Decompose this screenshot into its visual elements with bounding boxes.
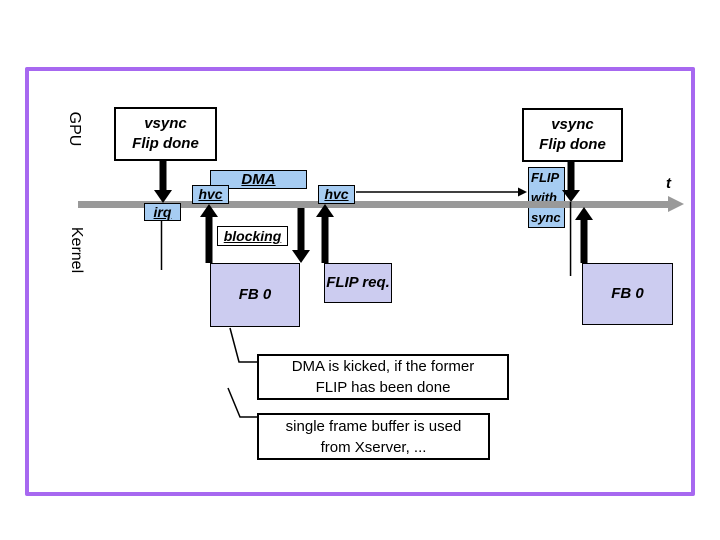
vsync-flipdone-box-left: vsync Flip done [114, 107, 217, 161]
vsync-line1: vsync [144, 115, 187, 132]
callout-single-framebuffer: single frame buffer is used from Xserver… [257, 413, 490, 460]
flip-with-sync-line3: sync [531, 209, 561, 225]
flip-with-sync-line2: with [531, 189, 557, 205]
lane-label-kernel: Kernel [68, 226, 85, 274]
lane-label-gpu: GPU [66, 111, 83, 147]
callout-line1: DMA is kicked, if the former [291, 358, 475, 375]
vsync-flipdone-box-right: vsync Flip done [522, 108, 623, 162]
blocking-box: blocking [217, 226, 288, 246]
hvc-label: hvc [198, 186, 223, 203]
callout-line2: from Xserver, ... [320, 438, 427, 456]
dma-label: DMA [241, 170, 276, 188]
fb0-box-left: FB 0 [210, 263, 300, 327]
fb0-box-right: FB 0 [582, 263, 673, 325]
vsync-line2: Flip done [539, 136, 606, 153]
vsync-line2: Flip done [132, 135, 199, 152]
irq-box: irq [144, 203, 181, 221]
time-axis-label: t [666, 175, 671, 192]
callout-line1: single frame buffer is used [285, 417, 462, 435]
flip-req-box: FLIP req. [324, 263, 392, 303]
blocking-label: blocking [223, 227, 282, 244]
hvc-box-first: hvc [192, 185, 229, 204]
hvc-box-second: hvc [318, 185, 355, 204]
flip-with-sync-line1: FLIP [531, 169, 560, 185]
callout-dma-kicked: DMA is kicked, if the former FLIP has be… [257, 354, 509, 400]
flip-with-sync-box: FLIP with sync [528, 167, 565, 228]
timeline-arrowhead-icon [668, 196, 684, 212]
vsync-line1: vsync [551, 116, 594, 133]
hvc-label: hvc [324, 186, 349, 203]
irq-label: irq [153, 203, 172, 220]
dma-box: DMA [210, 170, 307, 189]
timeline-axis [78, 201, 668, 208]
callout-line2: FLIP has been done [315, 379, 451, 396]
